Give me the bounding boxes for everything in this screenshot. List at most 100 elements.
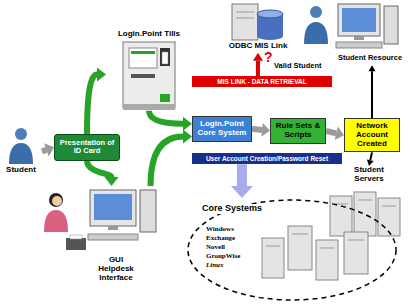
till-kiosk-part [123, 104, 175, 110]
student-figure: Student [0, 126, 42, 177]
connector-line [370, 152, 372, 160]
helpdesk-workstation-part [52, 196, 62, 206]
arrowhead [183, 129, 192, 143]
connector [87, 67, 106, 134]
connector-line [237, 164, 247, 186]
student-servers-icon-part [378, 198, 400, 236]
till-kiosk-part [129, 48, 157, 68]
list-item: Exchange [206, 235, 235, 243]
arrowhead [97, 67, 106, 81]
system-region: Core SystemsWindowsExchangeNovellGroupWi… [186, 198, 398, 302]
database-server-part [257, 10, 283, 18]
database-server [232, 4, 283, 40]
student-computer-part [384, 6, 398, 44]
connector-line [371, 71, 373, 118]
till-kiosk-node: Login.Point Tills [106, 30, 192, 111]
servers-node: Student Servers [328, 166, 410, 240]
till-kiosk-part [131, 51, 155, 54]
core-systems-region-part [320, 248, 334, 249]
connector [149, 111, 192, 131]
core-systems-region [188, 200, 396, 300]
connector [42, 143, 54, 156]
helpdesk-workstation-part [90, 190, 136, 226]
process-box: Network Account Created [344, 118, 400, 152]
student-servers-icon-part [330, 196, 352, 236]
student-servers-icon-part [354, 192, 376, 236]
connector-line [87, 161, 112, 178]
list-item: Windows [206, 226, 234, 234]
helpdesk-workstation-part [140, 190, 156, 232]
list-item: Novell [206, 244, 225, 252]
node-label: User Account Creation/Password Reset [194, 155, 340, 162]
till-kiosk-part [160, 48, 170, 66]
question-mark: ? [264, 50, 273, 65]
helpdesk-workstation-part [108, 226, 118, 230]
core-systems-region-part [344, 232, 368, 274]
status-note: Valid Student [274, 62, 322, 70]
arrowhead [183, 117, 192, 131]
connector-line [149, 111, 183, 124]
node-label: Rule Sets & Scripts [273, 122, 323, 140]
till-kiosk-part [160, 94, 170, 102]
helpdesk-workstation [44, 190, 156, 250]
arrowhead [105, 177, 119, 186]
connector [253, 53, 263, 76]
node-label: Presentation of ID Card [58, 139, 116, 156]
database-server-part [232, 4, 258, 40]
node-label: Student Resource [334, 54, 406, 62]
helpdesk-workstation-part [70, 235, 82, 239]
node-label: Core Systems [200, 204, 264, 214]
helpdesk-workstation-part [94, 194, 132, 220]
student-computer-part [354, 36, 364, 40]
resource-node: Student Resource [300, 0, 408, 65]
student-computer-part [304, 22, 328, 44]
connector-line [252, 129, 262, 130]
database-node: ODBC MIS Link [222, 0, 294, 53]
node-label: Login.Point Tills [106, 30, 192, 39]
process-box: Rule Sets & Scripts [270, 118, 326, 144]
helpdesk-workstation-part [88, 234, 138, 240]
node-label: Student Servers [346, 166, 392, 184]
student-computer-part [342, 8, 376, 32]
id-card: Presentation of ID Card [54, 134, 120, 161]
arrowhead [231, 186, 253, 198]
helpdesk-workstation-part [66, 238, 86, 250]
student-icon-part [15, 128, 27, 140]
core-systems-region-part [348, 240, 364, 241]
core-systems-region-part [266, 246, 280, 247]
list-item: GroupWise [206, 253, 240, 261]
student-icon [9, 128, 33, 164]
core-systems-region-part [262, 238, 284, 278]
arrowhead [367, 159, 374, 166]
database-server-part [236, 18, 254, 19]
link-band: User Account Creation/Password Reset [192, 153, 342, 164]
student-icon-part [9, 143, 33, 164]
arrowhead [253, 53, 263, 61]
list-item: Linux [206, 262, 224, 270]
student-computer-part [336, 42, 382, 48]
arrowhead [44, 143, 54, 156]
till-kiosk-part [123, 42, 175, 108]
database-server-part [257, 32, 283, 40]
connector-line [42, 150, 46, 152]
connector-line [256, 61, 260, 76]
connector-line [87, 74, 97, 134]
student-computer-part [310, 6, 322, 18]
node-label: GUI Helpdesk Interface [92, 256, 140, 282]
link-band: MIS LINK - DATA RETRIEVAL [192, 76, 332, 87]
arrowhead [335, 126, 344, 140]
core-systems-region-part [288, 226, 312, 270]
node-label: MIS LINK - DATA RETRIEVAL [194, 78, 330, 85]
student-servers-icon-part [382, 206, 396, 207]
connector [326, 126, 344, 140]
till-kiosk [123, 42, 175, 110]
helpdesk-node: GUI Helpdesk Interface [40, 186, 170, 282]
student-computer-part [338, 4, 380, 36]
student-servers-icon [330, 192, 400, 236]
connector-line [151, 136, 184, 186]
helpdesk-workstation-part [49, 193, 63, 207]
arrowhead [261, 123, 270, 137]
connector [369, 65, 376, 118]
core-systems-region-part [316, 240, 338, 280]
connector [252, 123, 270, 137]
